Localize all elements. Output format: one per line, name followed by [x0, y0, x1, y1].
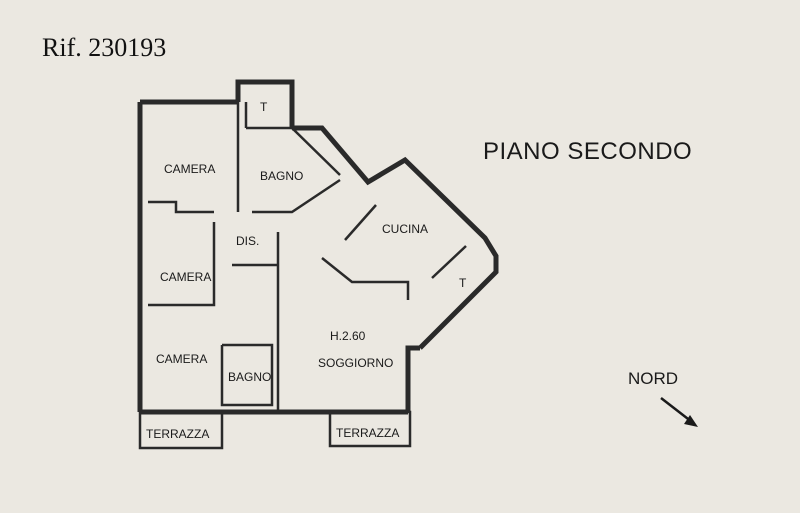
- interior-walls: [148, 102, 467, 412]
- floor-title: PIANO SECONDO: [483, 138, 693, 165]
- room-label-soggiorno: SOGGIORNO: [318, 356, 393, 370]
- room-label-disimpegno: DIS.: [236, 234, 259, 248]
- room-label-terrace-kitchen: T: [459, 276, 467, 290]
- room-label-bagno-top: BAGNO: [260, 169, 303, 183]
- room-label-terrazza-right: TERRAZZA: [336, 426, 399, 440]
- room-label-camera-bottom: CAMERA: [156, 352, 207, 366]
- room-label-terrazza-left: TERRAZZA: [146, 427, 209, 441]
- room-label-camera-top: CAMERA: [164, 162, 215, 176]
- room-label-cucina: CUCINA: [382, 222, 428, 236]
- reference-number: Rif. 230193: [42, 33, 167, 62]
- ceiling-height-label: H.2.60: [330, 329, 366, 343]
- room-label-terrace-bath: T: [260, 100, 268, 114]
- north-label: NORD: [628, 369, 679, 388]
- terraces: [138, 410, 412, 450]
- arrow-southeast-icon: [660, 397, 698, 427]
- room-label-camera-middle: CAMERA: [160, 270, 211, 284]
- room-label-bagno-bottom: BAGNO: [228, 370, 271, 384]
